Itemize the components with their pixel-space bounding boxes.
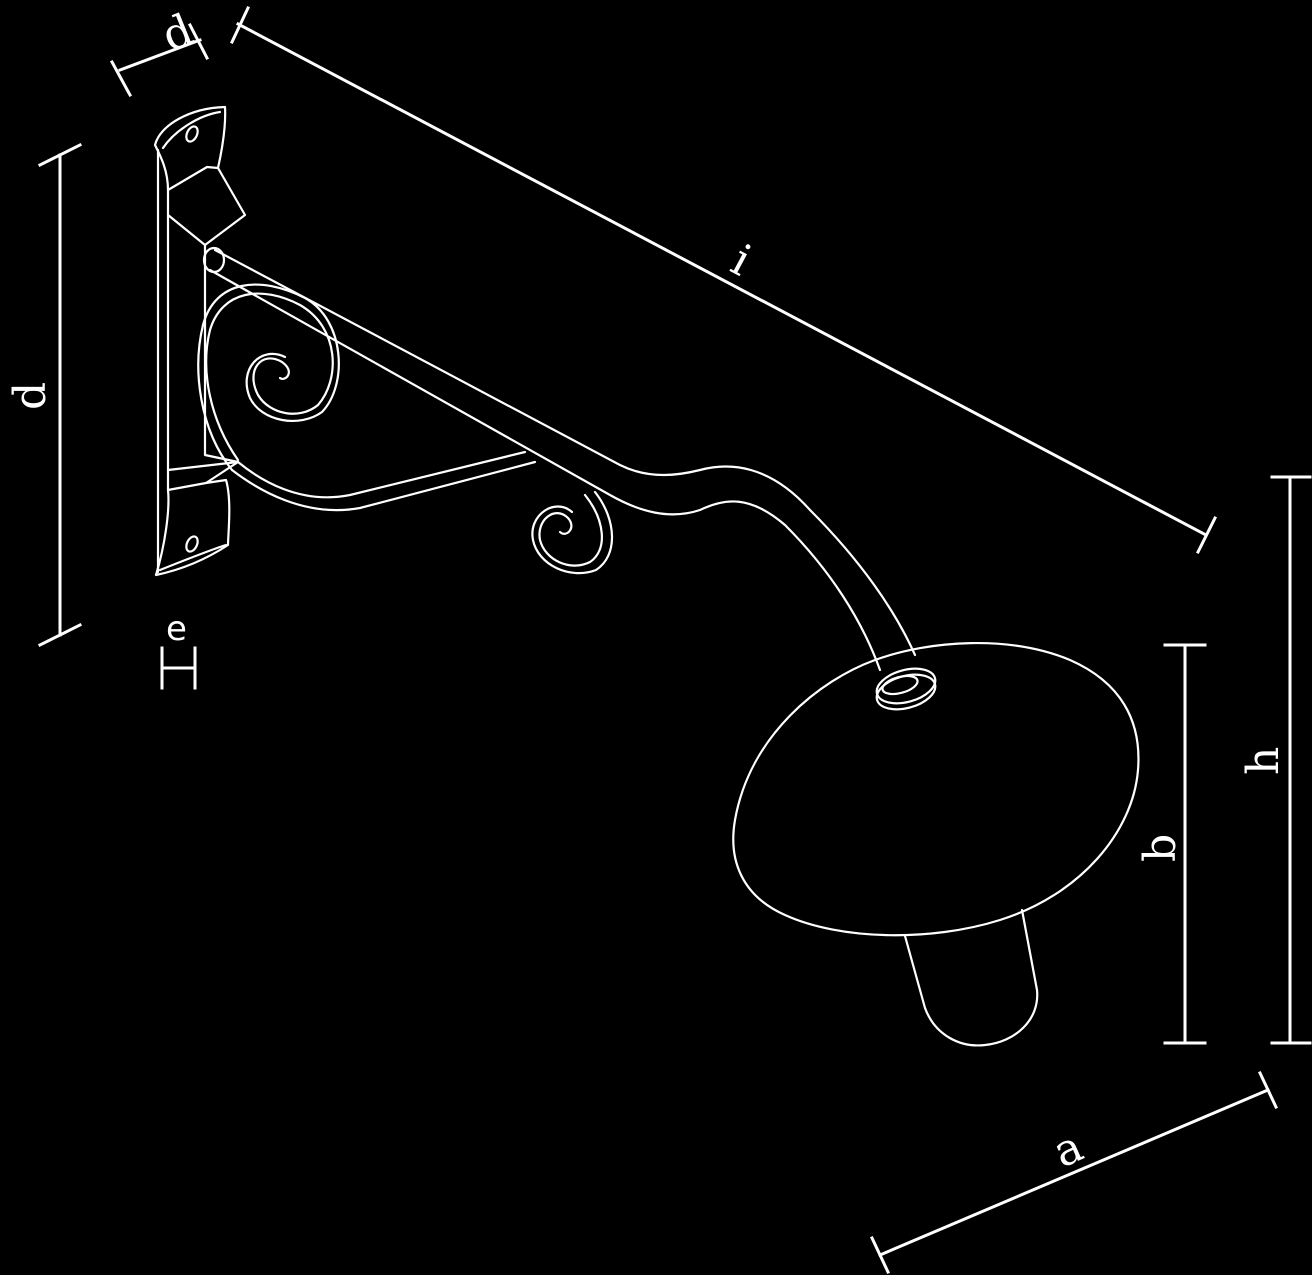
mount-icon-label: e [166,609,187,649]
label-total-height: h [1238,747,1289,775]
label-bracket-height: d [5,382,56,410]
dim-bracket-height [37,142,83,648]
wall-plate [153,105,247,577]
scroll-small [531,490,614,575]
lamp-bulb [903,908,1039,1047]
dim-shade-height [1163,643,1207,1045]
lamp-shade [732,641,1140,937]
dim-shade-width [870,1071,1278,1274]
dim-bracket-depth [109,22,210,98]
label-arm-length: i [723,235,759,287]
dim-total-height [1270,475,1312,1045]
label-shade-width: a [1046,1121,1091,1178]
dim-arm-length [230,6,1218,555]
label-shade-height: b [1135,834,1186,862]
lamp-arm [202,246,917,672]
wall-mount-icon [160,646,197,690]
scroll-bracket [197,283,537,512]
